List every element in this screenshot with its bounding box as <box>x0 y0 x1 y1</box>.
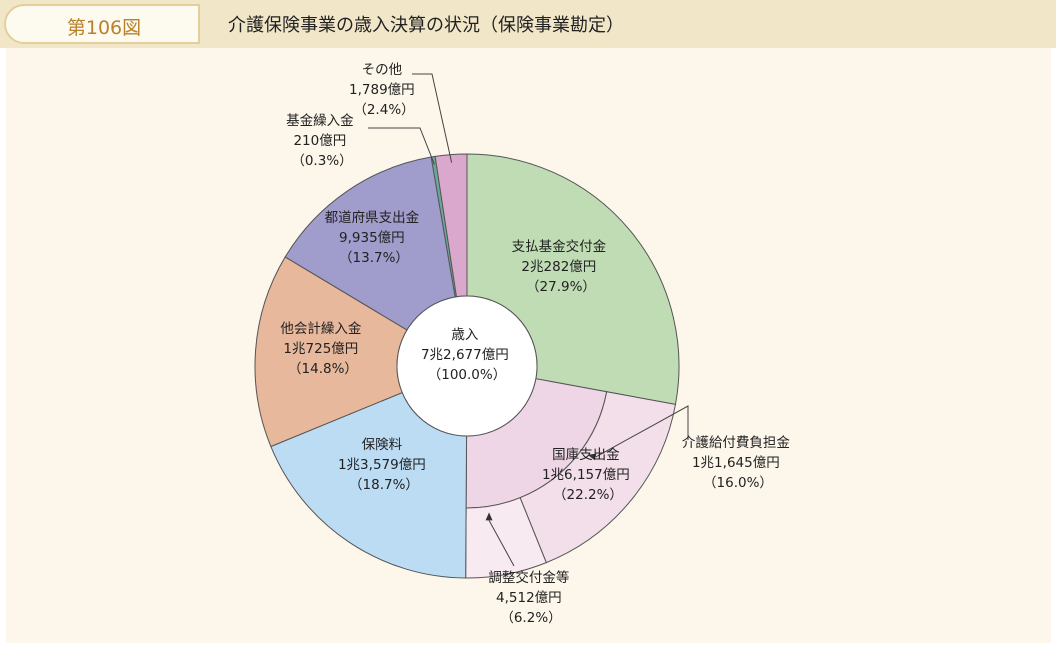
center-line2: 7兆2,677億円 <box>421 347 509 363</box>
arrow-chosei <box>485 512 493 521</box>
leader-sonota <box>412 73 453 163</box>
slice-label-kokko: 国庫支出金 1兆6,157億円 （22.2%） <box>542 447 634 503</box>
center-line3: （100.0%） <box>428 367 506 383</box>
slice-label-takaikei: 他会計繰入金 1兆725億円 （14.8%） <box>280 321 365 377</box>
donut-hole <box>396 295 538 437</box>
slice-label-hokenryo: 保険料 1兆3,579億円 （18.7%） <box>338 437 430 493</box>
sub-label-kaigo-kyufu: 介護給付費負担金 1兆1,645億円 （16.0%） <box>682 435 794 491</box>
leader-kaigo-kyufu <box>595 405 689 458</box>
leader-kikin <box>368 127 435 165</box>
figure-title: 介護保険事業の歳入決算の状況（保険事業勘定） <box>228 15 624 36</box>
slice-label-shiharai: 支払基金交付金 2兆282億円 （27.9%） <box>512 238 611 295</box>
leader-chosei <box>488 520 515 567</box>
figure-number: 第106図 <box>66 17 142 39</box>
center-label: 歳入 7兆2,677億円 （100.0%） <box>421 327 513 383</box>
figure-header: 第106図 介護保険事業の歳入決算の状況（保険事業勘定） <box>0 0 1056 48</box>
slice-label-sonota: その他 1,789億円 （2.4%） <box>349 62 419 118</box>
slice-label-kikin: 基金繰入金 210億円 （0.3%） <box>286 112 358 169</box>
center-line1: 歳入 <box>451 327 478 343</box>
leader-lines <box>368 73 689 567</box>
arrow-kaigo-kyufu <box>587 453 597 461</box>
figure-number-tab: 第106図 <box>4 4 200 44</box>
slice-label-todofuken: 都道府県支出金 9,935億円 （13.7%） <box>325 210 424 266</box>
sub-label-chosei: 調整交付金等 4,512億円 （6.2%） <box>488 569 573 626</box>
